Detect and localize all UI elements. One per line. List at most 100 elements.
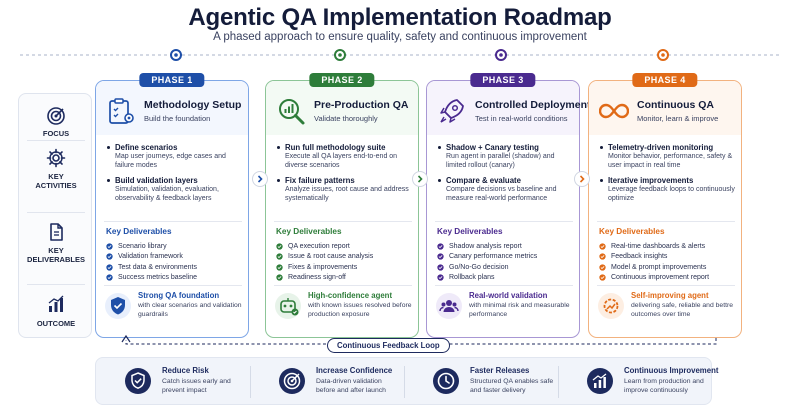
robot-check-icon	[275, 293, 301, 319]
shield-check-icon	[125, 368, 151, 394]
phase-4-card: PHASE 4 Continuous QA Monitor, learn & i…	[588, 73, 742, 338]
phase-1-deliverables: Scenario library Validation framework Te…	[106, 241, 244, 283]
magnifier-chart-icon	[279, 99, 305, 125]
phase-3-title: Controlled Deployment	[475, 99, 591, 111]
check-circle-icon	[437, 243, 444, 250]
chevron-right-icon	[417, 175, 423, 183]
benefit-faster-releases: Faster Releases Structured QA enables sa…	[404, 358, 558, 406]
phase-2-card: PHASE 2 Pre-Production QA Validate thoro…	[265, 73, 419, 338]
deliverable-item: Test data & environments	[106, 262, 244, 273]
benefits-bar: Reduce Risk Catch issues early and preve…	[95, 357, 718, 406]
phase-3-subtitle: Test in real-world conditions	[475, 114, 568, 123]
target-icon	[279, 368, 305, 394]
deliverable-item: Feedback insights	[599, 252, 737, 263]
phase-3-deliverables-title: Key Deliverables	[437, 227, 503, 236]
check-circle-icon	[276, 274, 283, 281]
page-subtitle: A phased approach to ensure quality, saf…	[213, 31, 587, 43]
phase-1-subtitle: Build the foundation	[144, 114, 211, 123]
growth-gear-icon	[598, 293, 624, 319]
row-label-key-activities: KEY ACTIVITIES	[19, 148, 93, 191]
phase-1-title: Methodology Setup	[144, 99, 242, 111]
rocket-icon	[440, 99, 464, 123]
phase-4-deliverables: Real-time dashboards & alerts Feedback i…	[599, 241, 737, 283]
phase-1-outcome: Strong QA foundation with clear scenario…	[104, 289, 242, 329]
phase-2-badge: PHASE 2	[309, 73, 375, 87]
next-phase-chevron-1	[252, 171, 268, 187]
infinity-icon	[599, 103, 629, 119]
next-phase-chevron-3	[574, 171, 590, 187]
deliverable-item: Model & prompt improvements	[599, 262, 737, 273]
phase-4-badge: PHASE 4	[632, 73, 698, 87]
deliverable-item: Readiness sign-off	[276, 273, 414, 284]
deliverable-item: Canary performance metrics	[437, 252, 575, 263]
benefit-reduce-risk: Reduce Risk Catch issues early and preve…	[96, 358, 250, 406]
phase-2-outcome: High-confidence agent with known issues …	[274, 289, 412, 329]
phase-2-deliverables-title: Key Deliverables	[276, 227, 342, 236]
gear-icon	[46, 148, 66, 168]
deliverable-item: Success metrics baseline	[106, 273, 244, 284]
check-circle-icon	[599, 253, 606, 260]
users-icon	[436, 293, 462, 319]
clipboard-gear-icon	[109, 98, 134, 124]
phase-1-badge: PHASE 1	[139, 73, 205, 87]
phase-4-deliverables-title: Key Deliverables	[599, 227, 665, 236]
phase-2-title: Pre-Production QA	[314, 99, 409, 111]
check-circle-icon	[599, 243, 606, 250]
chevron-right-icon	[257, 175, 263, 183]
phase-timeline	[10, 47, 790, 63]
document-icon	[50, 223, 63, 241]
benefit-continuous-improvement: Continuous Improvement Learn from produc…	[558, 358, 718, 406]
deliverable-item: Shadow analysis report	[437, 241, 575, 252]
shield-check-icon	[105, 293, 131, 319]
deliverable-item: Real-time dashboards & alerts	[599, 241, 737, 252]
check-circle-icon	[599, 264, 606, 271]
phase-3-deliverables: Shadow analysis report Canary performanc…	[437, 241, 575, 283]
next-phase-chevron-2	[412, 171, 428, 187]
check-circle-icon	[437, 264, 444, 271]
phase-4-outcome: Self-improving agent delivering safe, re…	[597, 289, 735, 329]
phase-2-deliverables: QA execution report Issue & root cause a…	[276, 241, 414, 283]
phase-3-card: PHASE 3 Controlled Deployment Test in re…	[426, 73, 591, 338]
check-circle-icon	[106, 243, 113, 250]
check-circle-icon	[276, 264, 283, 271]
check-circle-icon	[599, 274, 606, 281]
row-label-outcome: OUTCOME	[19, 294, 93, 328]
feedback-loop-label: Continuous Feedback Loop	[327, 338, 450, 353]
page-title: Agentic QA Implementation Roadmap	[188, 4, 612, 31]
phase-4-title: Continuous QA	[637, 99, 714, 111]
row-label-focus: FOCUS	[19, 106, 93, 138]
check-circle-icon	[106, 253, 113, 260]
check-circle-icon	[106, 264, 113, 271]
bar-chart-icon	[48, 295, 64, 312]
phase-2-subtitle: Validate thoroughly	[314, 114, 378, 123]
deliverable-item: Continuous improvement report	[599, 273, 737, 284]
check-circle-icon	[437, 274, 444, 281]
deliverable-item: QA execution report	[276, 241, 414, 252]
row-labels: FOCUS KEY ACTIVITIES KEY DELIVERABLES OU…	[18, 93, 92, 338]
clock-icon	[433, 368, 459, 394]
deliverable-item: Scenario library	[106, 241, 244, 252]
feedback-loop-arrow	[118, 312, 736, 348]
benefit-increase-confidence: Increase Confidence Data-driven validati…	[250, 358, 404, 406]
phase-1-card: PHASE 1 Methodology Setup Build the foun…	[95, 73, 249, 338]
check-circle-icon	[437, 253, 444, 260]
deliverable-item: Validation framework	[106, 252, 244, 263]
phase-4-subtitle: Monitor, learn & improve	[637, 114, 719, 123]
check-circle-icon	[276, 253, 283, 260]
deliverable-item: Go/No-Go decision	[437, 262, 575, 273]
deliverable-item: Rollback plans	[437, 273, 575, 284]
chevron-right-icon	[579, 175, 585, 183]
phase-1-deliverables-title: Key Deliverables	[106, 227, 172, 236]
deliverable-item: Issue & root cause analysis	[276, 252, 414, 263]
check-circle-icon	[276, 243, 283, 250]
phase-3-badge: PHASE 3	[470, 73, 536, 87]
